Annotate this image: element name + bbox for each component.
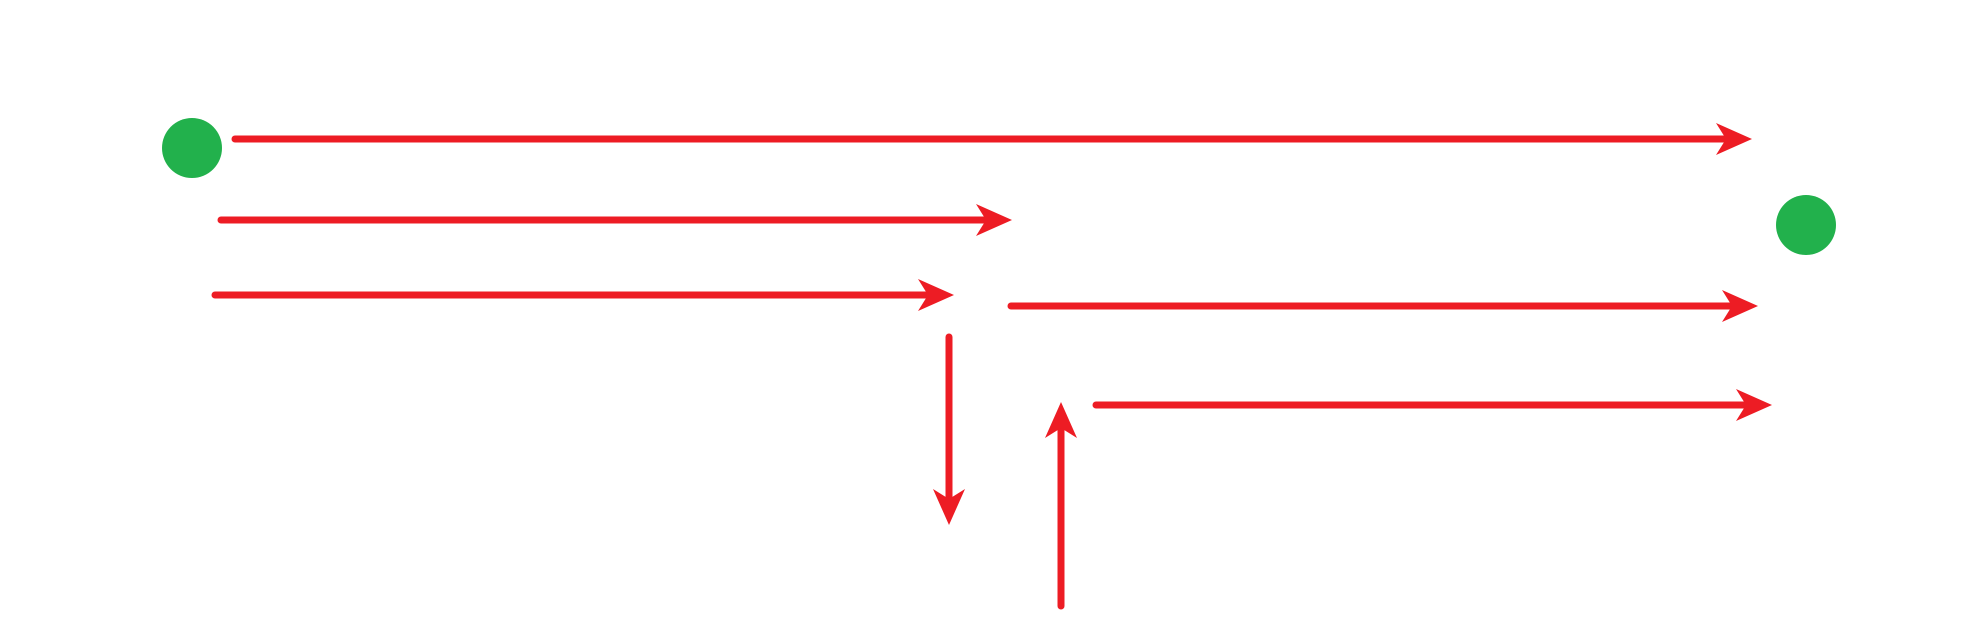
arrow-top-long [231, 123, 1752, 155]
arrowhead-right-icon [1716, 123, 1752, 155]
arrowhead-down-icon [933, 489, 965, 525]
arrowhead-right-icon [976, 204, 1012, 236]
arrowhead-right-icon [918, 279, 954, 311]
arrows-layer [211, 123, 1772, 610]
start-dot-icon [162, 118, 222, 178]
arrow-second-row [217, 204, 1012, 236]
end-dot-icon [1776, 195, 1836, 255]
arrow-fourth-row-right [1092, 389, 1772, 421]
arrow-up [1045, 402, 1077, 610]
arrow-down [933, 333, 965, 525]
arrowhead-right-icon [1736, 389, 1772, 421]
arrow-third-row-left [211, 279, 954, 311]
arrowhead-right-icon [1722, 290, 1758, 322]
arrowhead-up-icon [1045, 402, 1077, 438]
dots-layer [162, 118, 1836, 255]
arrow-third-row-right [1007, 290, 1758, 322]
